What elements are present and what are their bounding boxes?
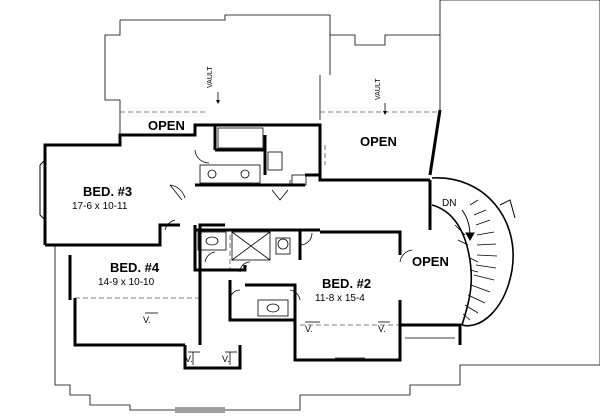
open-label-left: OPEN (148, 118, 185, 133)
vent-marks (145, 312, 390, 365)
bed3-dims: 17-6 x 10-11 (72, 201, 128, 212)
bed2-name: BED. #2 (322, 276, 371, 291)
vault-label-left: VAULT (207, 66, 214, 88)
windows (175, 337, 455, 413)
stair-label: DN (442, 198, 456, 209)
stair-arrow (461, 209, 475, 242)
vent-mark-closet-right: V. (222, 354, 230, 364)
walls (43, 109, 462, 370)
vault-arrowhead-left (216, 100, 220, 104)
bay-window-bed3 (39, 159, 46, 221)
stair-window (499, 199, 516, 219)
roof-outline (54, 0, 600, 411)
vault-right: VAULT (375, 78, 382, 100)
bed3-name: BED. #3 (83, 184, 132, 199)
dashed-lines (75, 111, 440, 326)
bath-fixtures (197, 127, 307, 317)
vent-mark-bed2-left: V. (305, 324, 313, 334)
bed4-dims: 14-9 x 10-10 (98, 277, 155, 288)
curved-stair (431, 177, 514, 327)
bed2-dims: 11-8 x 15-4 (315, 293, 365, 304)
open-label-center: OPEN (360, 134, 397, 149)
doors (164, 149, 413, 301)
open-label-right: OPEN (412, 254, 449, 269)
bed4-name: BED. #4 (110, 260, 160, 275)
vault-arrowhead-right (383, 111, 387, 115)
vault-left: VAULT (207, 66, 214, 88)
stair-treads (454, 199, 498, 321)
vault-label-right: VAULT (375, 78, 382, 100)
vent-mark-closet-left: V. (185, 354, 193, 364)
vent-mark-bed2-right: V. (378, 324, 386, 334)
vent-mark-bed4: V. (143, 315, 151, 325)
